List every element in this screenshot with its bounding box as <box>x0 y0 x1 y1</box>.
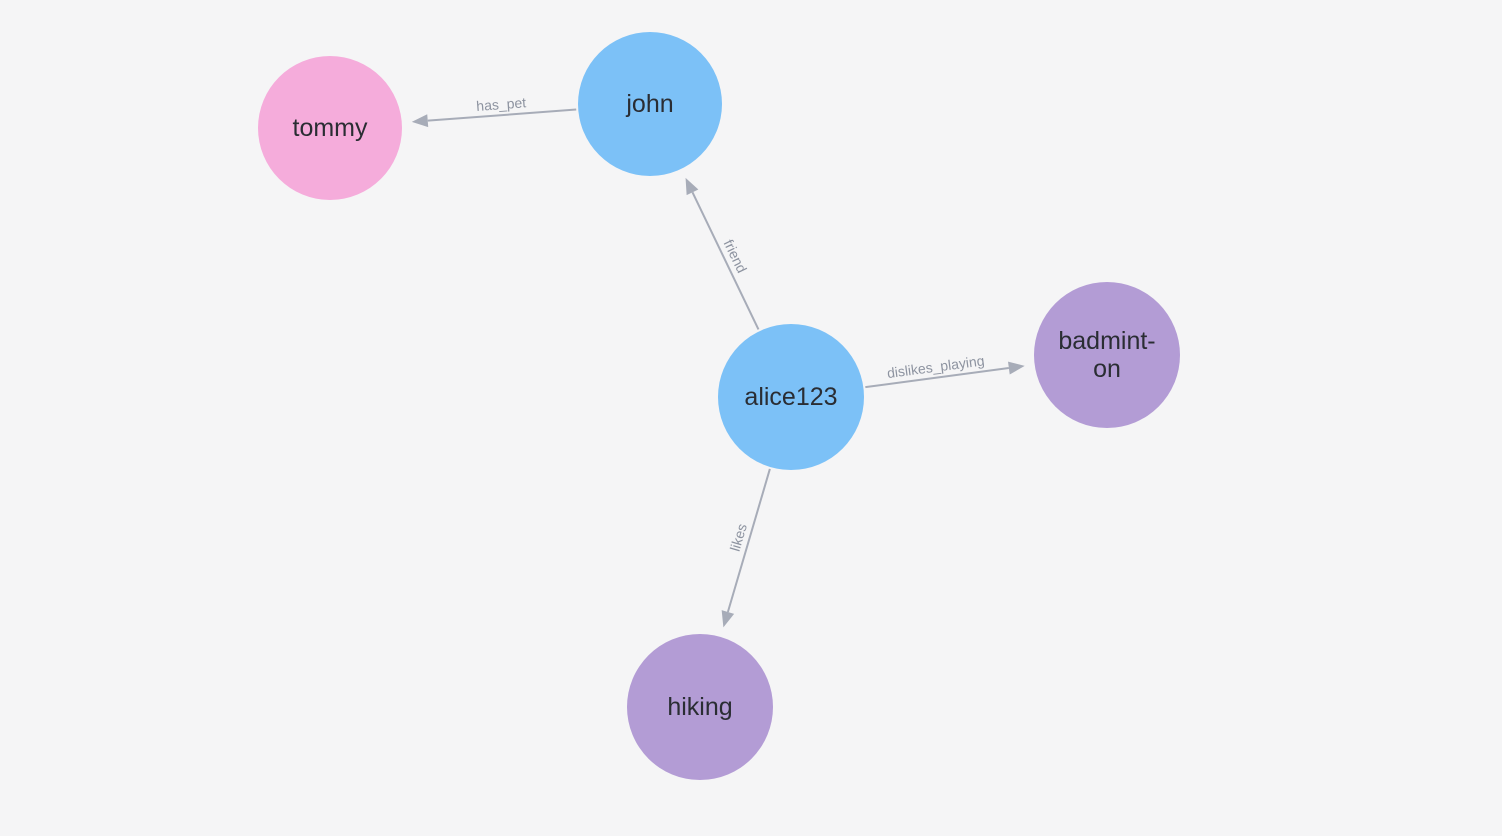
node-circle[interactable] <box>258 56 402 200</box>
node-circle[interactable] <box>627 634 773 780</box>
edge-label: friend <box>721 237 751 276</box>
node-circle[interactable] <box>578 32 722 176</box>
edge-label: has_pet <box>476 94 527 114</box>
graph-edge-likes[interactable]: likes <box>721 468 771 628</box>
graph-edge-has_pet[interactable]: has_pet <box>411 94 577 128</box>
node-circle[interactable] <box>1034 282 1180 428</box>
edge-line[interactable] <box>691 191 760 330</box>
edge-label: likes <box>727 522 750 553</box>
edge-line[interactable] <box>865 367 1009 389</box>
graph-edge-friend[interactable]: friend <box>685 177 760 330</box>
edge-line[interactable] <box>726 468 771 613</box>
edge-arrowhead-icon <box>721 610 735 628</box>
edge-arrowhead-icon <box>685 177 699 196</box>
graph-edge-dislikes_playing[interactable]: dislikes_playing <box>865 352 1025 389</box>
edge-line[interactable] <box>427 108 577 122</box>
edge-arrowhead-icon <box>1008 361 1025 375</box>
graph-node-badminton[interactable]: badmint-on <box>1034 282 1180 428</box>
edge-arrowhead-icon <box>411 114 429 128</box>
node-circle[interactable] <box>718 324 864 470</box>
graph-node-tommy[interactable]: tommy <box>258 56 402 200</box>
graph-node-john[interactable]: john <box>578 32 722 176</box>
graph-node-alice123[interactable]: alice123 <box>718 324 864 470</box>
graph-node-hiking[interactable]: hiking <box>627 634 773 780</box>
edge-label: dislikes_playing <box>886 352 985 381</box>
